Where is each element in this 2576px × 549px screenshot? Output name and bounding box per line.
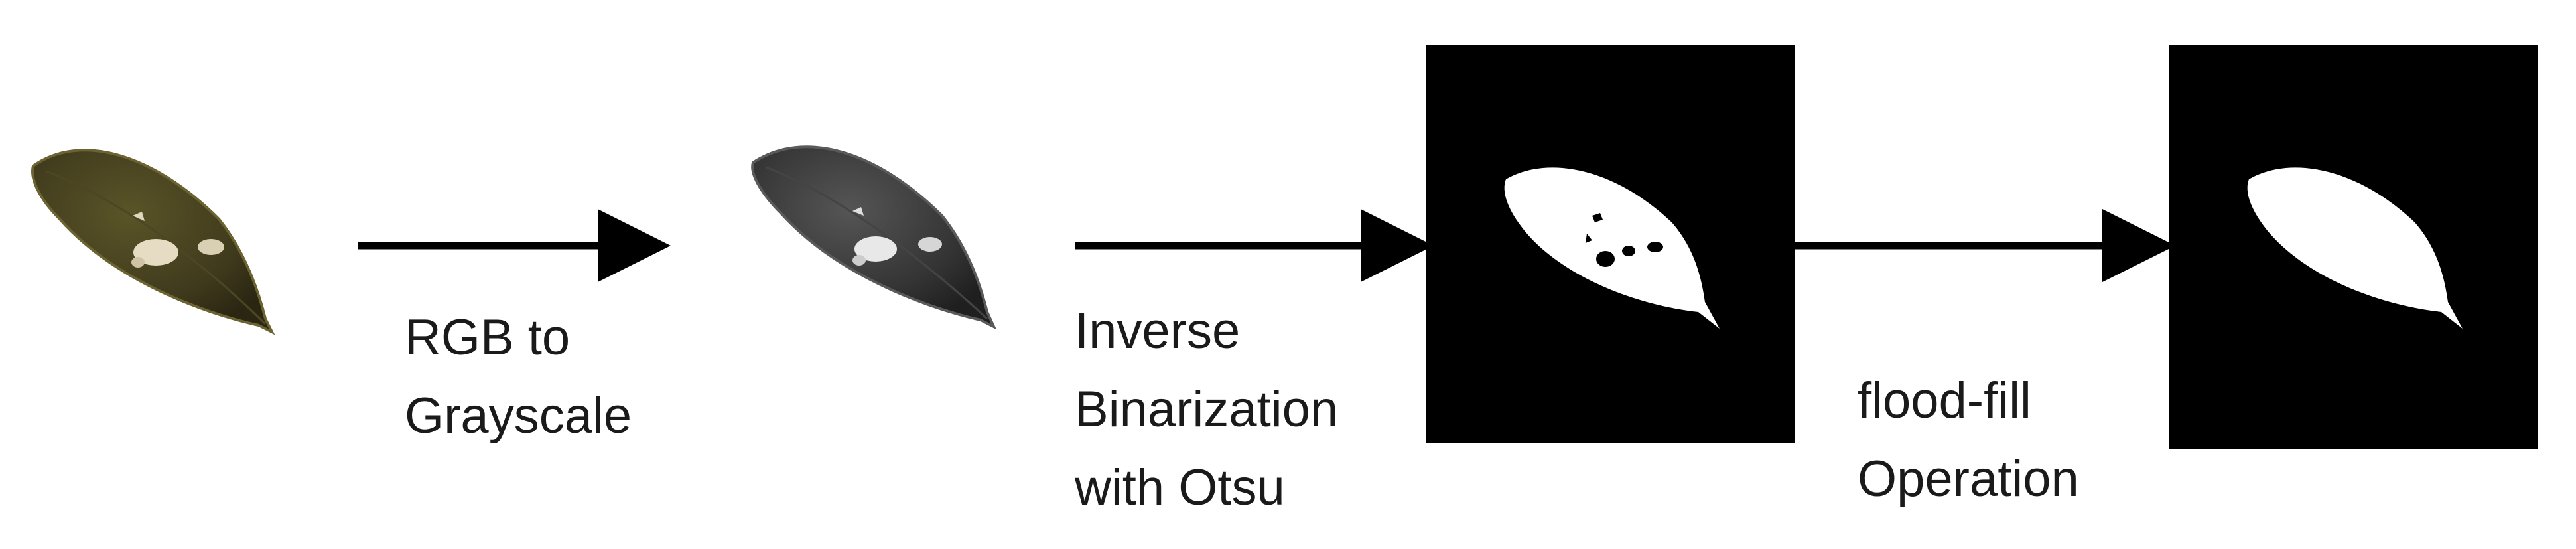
binary-leaf-image (1426, 45, 1795, 443)
step-label-line: Operation (1858, 451, 2079, 507)
step-label-line: Binarization (1075, 381, 1339, 437)
grayscale-leaf-image (751, 145, 997, 330)
step-label-line: Grayscale (405, 388, 632, 444)
filled-leaf-image (2169, 45, 2538, 449)
rgb-leaf-image (31, 149, 275, 335)
step-label-rgb-to-grayscale: RGB to Grayscale (405, 299, 632, 455)
step-label-inverse-binarization: Inverse Binarization with Otsu (1075, 292, 1338, 527)
step-label-line: with Otsu (1075, 459, 1285, 516)
step-label-flood-fill: flood-fill Operation (1858, 362, 2079, 518)
step-label-line: RGB to (405, 309, 571, 366)
step-label-line: flood-fill (1858, 372, 2031, 429)
step-label-line: Inverse (1075, 303, 1241, 359)
